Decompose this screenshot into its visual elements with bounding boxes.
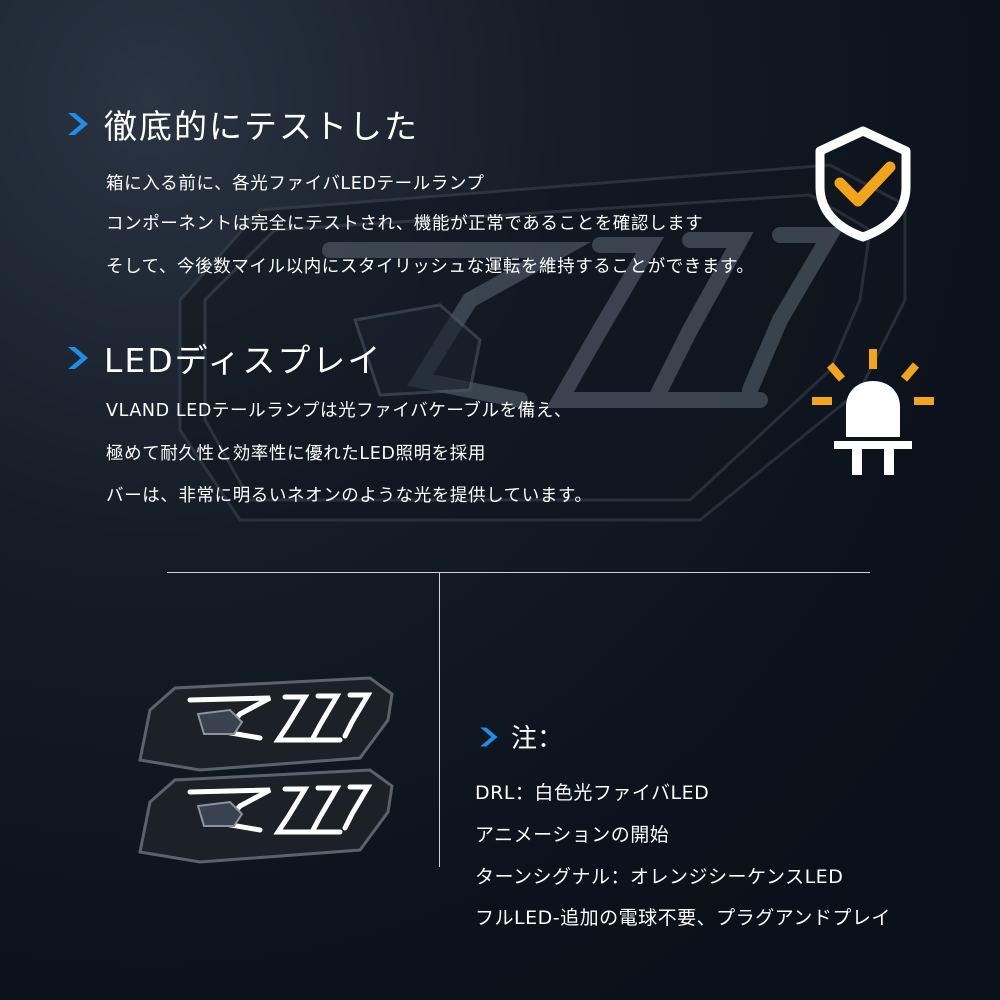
heading-note: 注： bbox=[511, 724, 564, 754]
note-line-1: DRL：白色光ファイバLED bbox=[475, 782, 710, 804]
led-line-2: 極めて耐久性と効率性に優れたLED照明を採用 bbox=[106, 444, 486, 464]
section-heading-note: 注： bbox=[475, 718, 563, 755]
heading-led-display: LEDディスプレイ bbox=[104, 341, 383, 380]
section-heading-tested: 徹底的にテストした bbox=[62, 100, 419, 148]
headlamp-product-image bbox=[138, 676, 394, 864]
led-bulb-icon bbox=[812, 349, 934, 475]
vertical-divider bbox=[439, 572, 440, 867]
note-line-2: アニメーションの開始 bbox=[475, 824, 670, 846]
tested-line-3: そして、今後数マイル以内にスタイリッシュな運転を維持することができます。 bbox=[106, 257, 755, 277]
horizontal-divider bbox=[167, 572, 870, 573]
led-line-1: VLAND LEDテールランプは光ファイバケーブルを備え、 bbox=[106, 401, 572, 421]
shield-check-icon bbox=[815, 126, 911, 242]
tested-line-2: コンポーネントは完全にテストされ、機能が正常であることを確認します bbox=[106, 214, 704, 234]
heading-tested: 徹底的にテストした bbox=[104, 107, 419, 146]
note-line-4: フルLED-追加の電球不要、プラグアンドプレイ bbox=[475, 907, 891, 929]
tested-line-1: 箱に入る前に、各光ファイバLEDテールランプ bbox=[106, 174, 485, 194]
led-line-3: バーは、非常に明るいネオンのような光を提供しています。 bbox=[106, 486, 593, 506]
chevron-right-icon bbox=[68, 113, 88, 135]
section-heading-led-display: LEDディスプレイ bbox=[62, 334, 382, 382]
chevron-right-icon bbox=[480, 726, 498, 747]
chevron-right-icon bbox=[68, 347, 88, 369]
note-line-3: ターンシグナル：オレンジシーケンスLED bbox=[475, 866, 844, 888]
